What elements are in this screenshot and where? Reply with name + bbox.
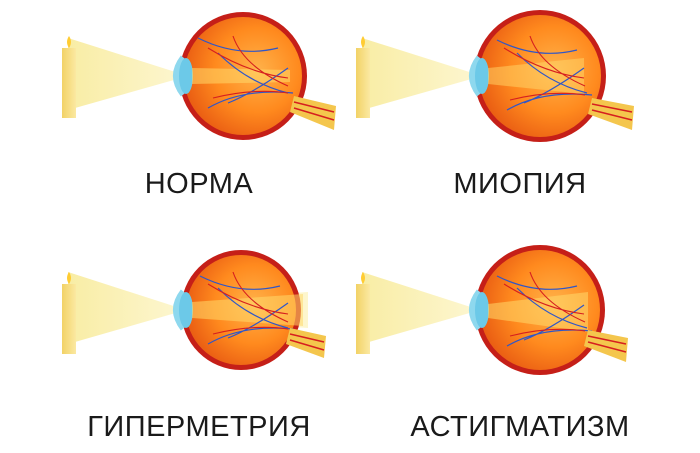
- optic-nerve-icon: [588, 98, 634, 130]
- candle-icon: [356, 36, 370, 118]
- optic-nerve-icon: [290, 96, 336, 130]
- candle-icon: [356, 272, 370, 354]
- label-astigmatism: АСТИГМАТИЗМ: [410, 411, 630, 443]
- label-myopia: МИОПИЯ: [453, 168, 587, 200]
- eye-cross-section-icon: [173, 12, 307, 140]
- candle-icon: [62, 272, 76, 354]
- label-norm: НОРМА: [144, 168, 254, 200]
- optic-nerve-icon: [286, 328, 326, 358]
- optic-nerve-icon: [584, 330, 628, 362]
- panel-myopia: [356, 10, 634, 142]
- eye-cross-section-icon: [469, 10, 606, 142]
- candle-icon: [62, 36, 76, 118]
- panel-norm: [62, 12, 336, 140]
- eye-cross-section-icon: [469, 245, 605, 375]
- eye-cross-section-icon: [173, 250, 303, 370]
- panel-astigmatism: [356, 245, 628, 375]
- panel-hyperopia: [62, 250, 326, 370]
- label-hyperopia: ГИПЕРМЕТРИЯ: [87, 411, 311, 443]
